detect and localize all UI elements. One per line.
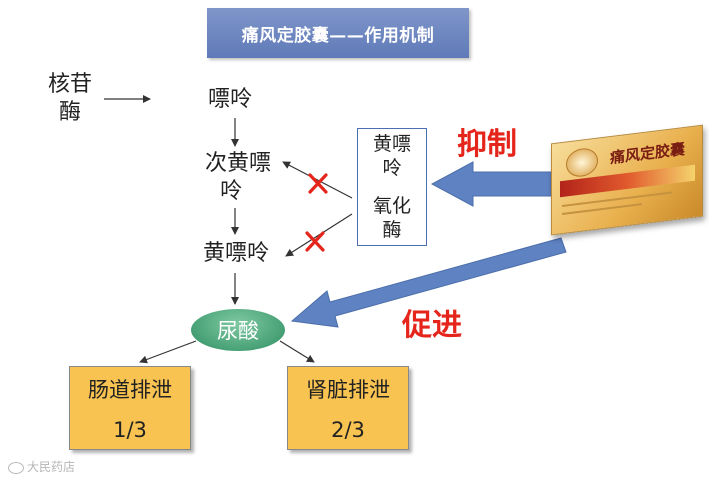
- arrow-enzyme-to-hypoxanthine: [282, 161, 353, 199]
- enzyme-text: 呤: [382, 157, 402, 179]
- nucleoside-enzyme-label: 核苷 酶: [48, 71, 92, 127]
- xanthine-node: 黄嘌呤: [203, 241, 270, 266]
- hypoxanthine-line1: 次黄嘌: [204, 151, 271, 176]
- intestinal-excretion-label: 肠道排泄: [88, 378, 172, 402]
- renal-excretion-fraction: 2/3: [331, 418, 365, 442]
- inhibit-arrow: [430, 161, 552, 207]
- uric-acid-node: 尿酸: [191, 309, 285, 351]
- promote-label: 促进: [402, 308, 462, 343]
- enzyme-text: 氧化: [372, 195, 411, 217]
- enzyme-part2: 氧化 酶: [373, 194, 411, 242]
- xanthine-oxidase-box: 黄嘌 呤 氧化 酶: [357, 128, 427, 246]
- arrow-uric-to-renal: [279, 340, 315, 363]
- purine-node: 嘌呤: [208, 87, 253, 112]
- intestinal-excretion-box: 肠道排泄 1/3: [69, 366, 191, 450]
- promote-arrow: [290, 237, 567, 328]
- hypoxanthine-node: 次黄嘌 呤: [198, 150, 278, 206]
- enzyme-part1: 黄嘌 呤: [373, 132, 411, 180]
- nucleoside-line2: 酶: [59, 100, 82, 125]
- diagram-title: 痛风定胶囊——作用机制: [207, 8, 469, 58]
- hypoxanthine-line2: 呤: [220, 179, 243, 204]
- watermark-text: 大民药店: [27, 460, 76, 474]
- renal-excretion-label: 肾脏排泄: [306, 378, 390, 402]
- cross-mark-icon: [308, 173, 328, 194]
- arrow-uric-to-intestinal: [139, 340, 197, 364]
- cross-mark-icon: [305, 231, 325, 252]
- enzyme-text: 酶: [382, 219, 402, 241]
- enzyme-text: 黄嘌: [372, 133, 411, 155]
- product-seal: [566, 146, 598, 179]
- product-name: 痛风定胶囊: [610, 139, 686, 168]
- renal-excretion-box: 肾脏排泄 2/3: [287, 366, 409, 450]
- chat-bubble-icon: [8, 461, 24, 474]
- watermark: 大民药店: [8, 458, 75, 475]
- intestinal-excretion-fraction: 1/3: [113, 418, 147, 442]
- nucleoside-line1: 核苷: [48, 72, 93, 97]
- inhibit-label: 抑制: [457, 127, 517, 162]
- product-box-image: 痛风定胶囊: [551, 124, 703, 236]
